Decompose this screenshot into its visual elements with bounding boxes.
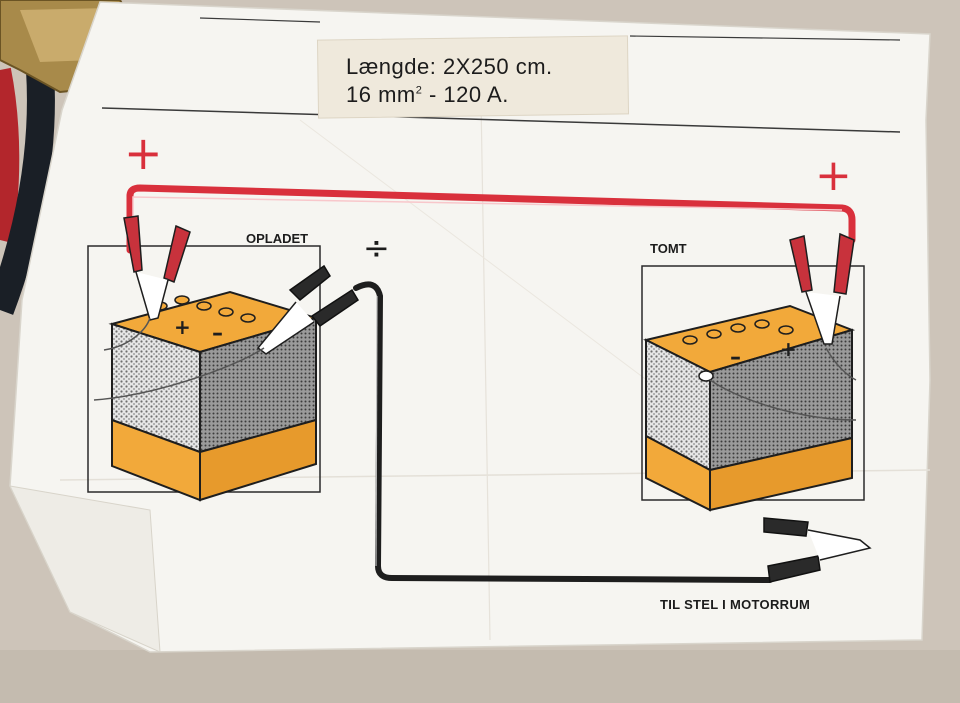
paper-fold-corner <box>9 485 161 653</box>
left-battery-minus-mark: – <box>212 321 223 346</box>
cable-spec-text: 16 mm2 - 120 A. <box>346 82 509 108</box>
cable-spec-prefix: 16 mm <box>346 82 416 107</box>
ground-black-clamp <box>763 517 872 583</box>
cable-spec-suffix: - 120 A. <box>422 82 509 107</box>
negative-sign: ÷ <box>363 229 390 267</box>
right-battery-wire-2 <box>825 347 857 381</box>
negative-cable-highlight <box>375 295 378 567</box>
left-battery-base-side <box>199 418 317 502</box>
header-rule-top-left <box>199 17 321 23</box>
ground-caption: TIL STEL I MOTORRUM <box>660 597 811 612</box>
right-battery-terminal <box>698 370 714 382</box>
left-battery-plus-mark: + <box>174 315 191 339</box>
header-rule <box>101 107 901 133</box>
right-battery-plus-mark: + <box>780 337 797 361</box>
right-battery-wire <box>709 379 857 421</box>
paper-crease <box>299 119 701 421</box>
cable-spec-superscript: 2 <box>415 84 423 97</box>
positive-sign-right: + <box>815 150 852 201</box>
charged-battery-caption: OPLADET <box>246 231 309 246</box>
right-battery-base-side <box>709 436 853 512</box>
right-battery-caps <box>682 319 794 345</box>
left-battery-wire <box>93 347 265 401</box>
left-black-clamp <box>256 264 360 355</box>
real-red-cable <box>0 67 20 243</box>
negative-cable <box>353 281 773 583</box>
header-rule-top <box>629 35 901 41</box>
spec-label-tape <box>316 35 630 119</box>
table-shadow <box>0 650 960 703</box>
right-battery-minus-mark: – <box>730 345 741 370</box>
positive-cable <box>126 184 856 254</box>
right-red-clamp <box>789 232 855 345</box>
real-black-cable <box>0 69 55 315</box>
empty-battery-caption: TOMT <box>650 241 687 256</box>
positive-sign-left: + <box>124 126 163 180</box>
left-battery-wire-2 <box>103 317 151 351</box>
cable-length-text: Længde: 2X250 cm. <box>346 54 553 79</box>
left-red-clamp <box>123 215 191 321</box>
paper-crease <box>479 39 491 641</box>
